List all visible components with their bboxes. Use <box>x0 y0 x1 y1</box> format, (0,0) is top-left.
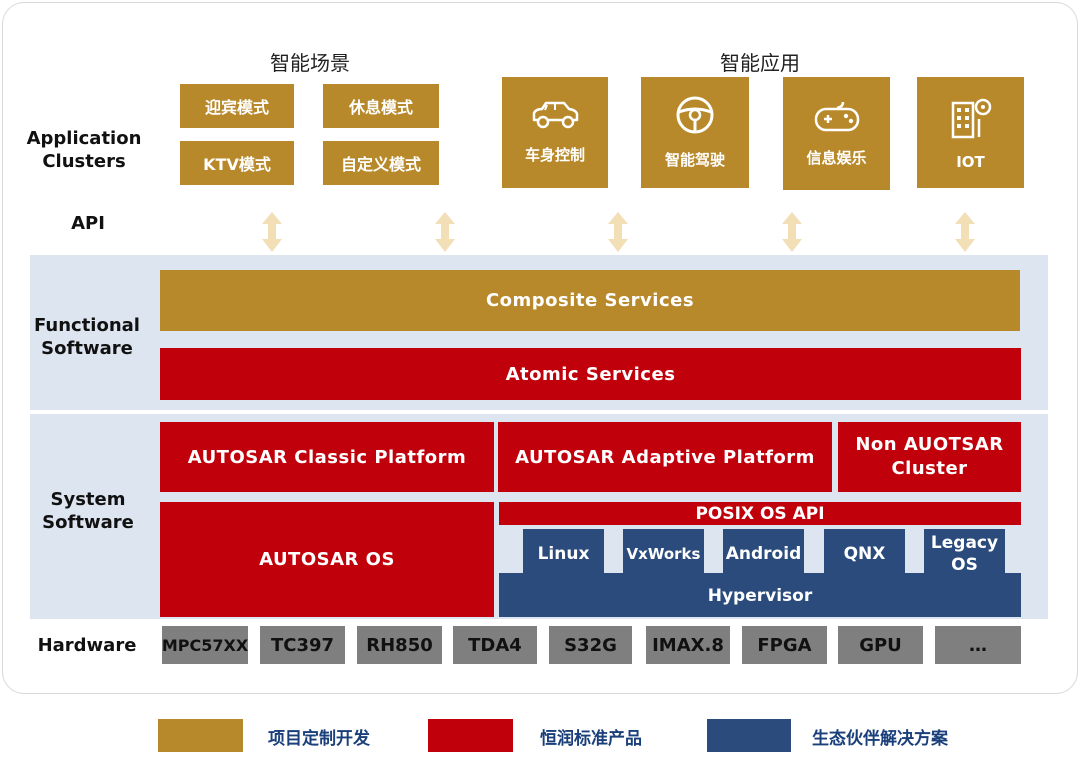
os-box-linux: Linux <box>523 529 604 579</box>
scene-box-ktv: KTV模式 <box>179 140 295 186</box>
legend-label-custom: 项目定制开发 <box>268 729 370 749</box>
api-arrow-2 <box>435 212 455 252</box>
hw-box-tc397: TC397 <box>260 626 345 664</box>
app-label-body-control: 车身控制 <box>524 146 585 164</box>
row-label-application: Application Clusters <box>26 128 142 172</box>
hw-box-gpu: GPU <box>838 626 923 664</box>
gamepad-icon <box>814 101 859 132</box>
hw-box-mpc57xx: MPC57XX <box>162 626 248 664</box>
atomic-services-bar: Atomic Services <box>160 348 1021 400</box>
smart-building-icon <box>951 98 991 138</box>
row-label-hardware: Hardware <box>37 635 137 656</box>
os-box-legacy: Legacy OS <box>924 529 1005 579</box>
legend-swatch-custom <box>158 719 243 752</box>
hw-box-fpga: FPGA <box>742 626 827 664</box>
os-box-android: Android <box>723 529 804 579</box>
hw-box-s32g: S32G <box>549 626 632 664</box>
hw-box-tda4: TDA4 <box>453 626 537 664</box>
header-scenes: 智能场景 <box>270 51 350 75</box>
steering-wheel-icon <box>676 96 714 134</box>
legend-swatch-partner <box>707 719 791 752</box>
app-box-iot: IOT <box>917 77 1024 188</box>
api-arrow-1 <box>262 212 282 252</box>
row-label-functional: Functional Software <box>34 315 140 359</box>
car-icon <box>532 101 579 129</box>
app-box-infotainment: 信息娱乐 <box>783 77 890 190</box>
scene-box-custom: 自定义模式 <box>322 140 440 186</box>
hypervisor-bar: Hypervisor <box>499 573 1021 617</box>
scene-box-welcome: 迎宾模式 <box>179 83 295 129</box>
posix-os-api-bar: POSIX OS API <box>499 502 1021 525</box>
header-apps: 智能应用 <box>720 51 800 75</box>
hw-box-imax8: IMAX.8 <box>646 626 730 664</box>
legend-label-standard: 恒润标准产品 <box>540 729 642 749</box>
app-label-infotainment: 信息娱乐 <box>806 149 867 167</box>
os-box-qnx: QNX <box>824 529 905 579</box>
hw-box-rh850: RH850 <box>357 626 442 664</box>
autosar-os-box: AUTOSAR OS <box>160 502 494 617</box>
app-label-iot: IOT <box>956 152 985 171</box>
app-box-smart-driving: 智能驾驶 <box>641 77 749 188</box>
api-arrow-5 <box>955 212 975 252</box>
hw-box-more: … <box>935 626 1021 664</box>
autosar-classic-platform-box: AUTOSAR Classic Platform <box>160 422 494 492</box>
legend-label-partner: 生态伙伴解决方案 <box>812 729 948 749</box>
legend-swatch-standard <box>428 719 513 752</box>
scene-box-rest: 休息模式 <box>322 83 440 129</box>
app-label-smart-driving: 智能驾驶 <box>664 151 725 169</box>
non-autosar-cluster-box: Non AUOTSAR Cluster <box>838 422 1021 492</box>
row-label-api: API <box>71 213 105 234</box>
composite-services-bar: Composite Services <box>160 270 1020 331</box>
api-arrows <box>262 212 975 252</box>
api-arrow-4 <box>782 212 802 252</box>
os-box-vxworks: VxWorks <box>623 529 704 579</box>
app-box-body-control: 车身控制 <box>502 77 608 188</box>
api-arrow-3 <box>608 212 628 252</box>
row-label-system: System Software <box>42 489 134 533</box>
autosar-adaptive-platform-box: AUTOSAR Adaptive Platform <box>498 422 832 492</box>
